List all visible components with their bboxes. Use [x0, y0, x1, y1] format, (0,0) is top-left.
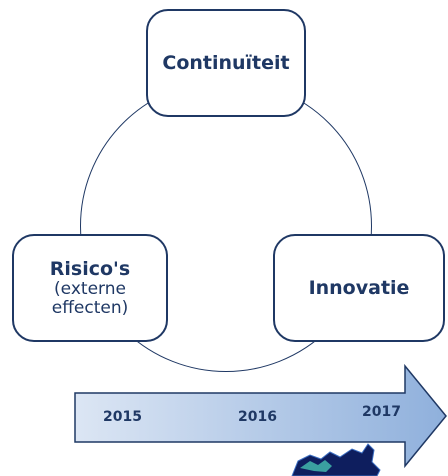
- node-risicos: Risico's (externe effecten): [12, 234, 168, 342]
- node-innovatie: Innovatie: [273, 234, 445, 342]
- node-innovatie-label: Innovatie: [308, 277, 410, 299]
- node-continuiteit: Continuïteit: [146, 9, 306, 117]
- node-continuiteit-label: Continuïteit: [162, 52, 290, 74]
- timeline-year-2015: 2015: [103, 409, 142, 425]
- node-risicos-sub-1: (externe: [54, 279, 126, 299]
- node-risicos-label: Risico's: [49, 258, 131, 280]
- timeline-arrow: [74, 363, 447, 469]
- timeline-year-2016: 2016: [238, 409, 277, 425]
- map-illustration-detail-icon: [300, 460, 332, 472]
- timeline-year-2017: 2017: [362, 404, 401, 420]
- map-illustration-icon: [291, 443, 381, 476]
- node-risicos-sub-2: effecten): [51, 298, 129, 318]
